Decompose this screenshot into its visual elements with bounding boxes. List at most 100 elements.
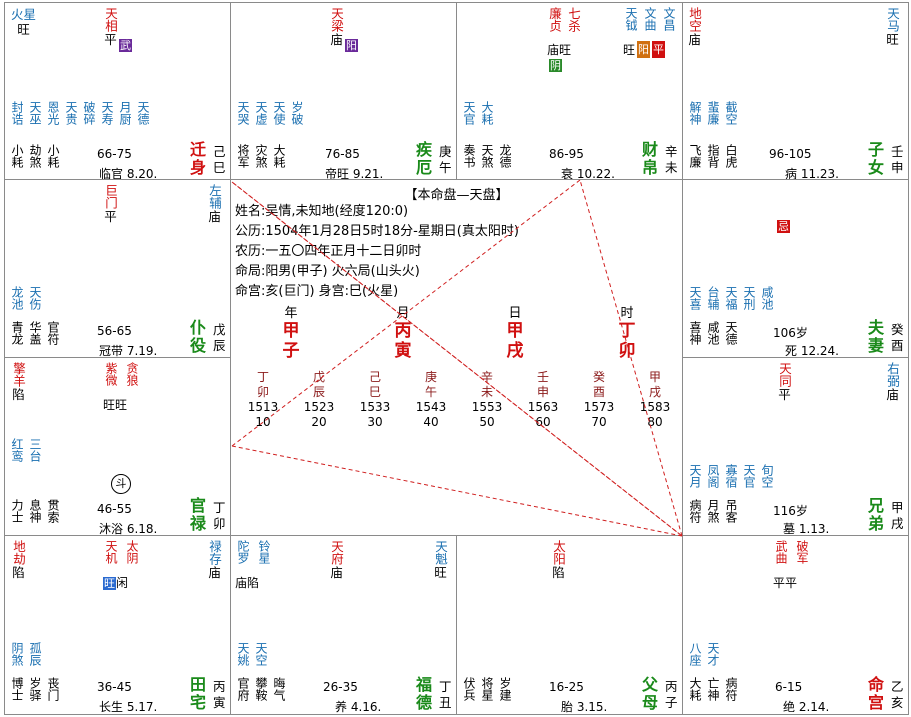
star-brightness: 陷 [247, 576, 260, 590]
minor-star: 天喜 [688, 286, 702, 310]
dayun-zhi: 申 [536, 385, 549, 399]
palace-name: 疾 厄 [416, 141, 434, 177]
palace-mao[interactable]: 擎羊 陷 紫微 贪狼 旺旺 红鸾 三台 斗 力士 息神 贯索 46-55 沐浴 … [4, 357, 231, 536]
star-tianfu: 天府 庙 [329, 540, 344, 580]
star-brightness: 平 [104, 209, 117, 224]
info-name: 姓名:吴情,未知地(经度120:0) [235, 204, 409, 219]
pillar-zhi: 寅 [394, 341, 412, 361]
dayun-gan: 丁 [256, 370, 269, 384]
palace-chou[interactable]: 陀罗 铃星 庙陷 天府 庙 天魁 旺 天姚 天空 官府 攀鞍 晦气 26-35 … [230, 535, 457, 715]
minor-star: 天使 [272, 101, 286, 125]
badge-quan: 武 [119, 39, 132, 52]
dayun-year: 1553 [471, 400, 503, 414]
pillar-month: 月 丙 寅 [383, 302, 423, 361]
palace-char: 母 [642, 693, 659, 712]
minor-star: 月厨 [118, 101, 132, 125]
palace-shen[interactable]: 地空 庙 天马 旺 解神 蜚廉 截空 飞廉 指背 白虎 96-105 病 11.… [682, 2, 909, 180]
palace-zi[interactable]: 太阳 陷 伏兵 将星 岁建 16-25 胎 3.15. 父 母 丙 子 [456, 535, 683, 715]
palace-hai[interactable]: 武曲 破军 平平 八座 天才 大耗 亡神 病符 6-15 绝 2.14. 命 宫… [682, 535, 909, 715]
dayun-4: 庚 午 1543 40 [411, 370, 451, 430]
age-range: 66-75 [97, 147, 132, 161]
life-stage: 胎 3.15. [561, 700, 608, 714]
star-brightness: 平 [773, 576, 786, 590]
star-brightness: 旺 [623, 43, 636, 57]
star-pojun: 破军 [795, 540, 809, 564]
dayun-age: 40 [423, 415, 439, 429]
dayun-gan: 庚 [424, 370, 437, 384]
gan: 乙 [891, 679, 904, 694]
god: 病符 [688, 499, 702, 523]
zhi: 卯 [213, 516, 226, 531]
star-tianliang: 天梁 庙 [329, 7, 344, 47]
star-name: 左辅 [207, 184, 222, 209]
zhi: 寅 [213, 695, 226, 710]
major-stars: 紫微 贪狼 [103, 362, 141, 386]
ganzhi: 癸 酉 [891, 322, 905, 354]
minor-star: 八座 [688, 642, 702, 666]
star-name: 天相 [103, 7, 118, 32]
palace-char: 女 [868, 158, 885, 177]
gan: 辛 [665, 144, 678, 159]
gan: 甲 [891, 500, 904, 515]
palace-char: 疾 [416, 140, 433, 159]
star-name: 七杀 [566, 7, 581, 32]
doujun-marker: 斗 [111, 474, 131, 494]
star-name: 天魁 [433, 540, 448, 565]
badge-ji: 阴 [549, 59, 562, 72]
palace-name: 田 宅 [190, 676, 208, 712]
pillar-zhi: 卯 [618, 341, 636, 361]
star-brightness: 旺 [559, 43, 572, 57]
ganzhi: 壬 申 [891, 144, 905, 176]
life-stage: 冠带 7.19. [99, 344, 158, 358]
major-stars: 武曲 破军 [773, 540, 811, 564]
pillar-zhi: 戌 [506, 341, 524, 361]
star-name: 巨门 [103, 184, 118, 209]
star-name: 天同 [777, 362, 792, 387]
minor-star: 截空 [724, 101, 738, 125]
gan: 戊 [213, 322, 226, 337]
minor-stars: 天官 大耗 [461, 101, 496, 125]
god: 奏书 [462, 144, 476, 168]
star-name: 天马 [885, 7, 900, 32]
dayun-gan: 甲 [648, 370, 661, 384]
star-name: 火星 [11, 7, 37, 22]
age-range: 56-65 [97, 324, 132, 338]
minor-star: 天姚 [236, 642, 250, 666]
star-name: 擎羊 [11, 362, 26, 387]
badge-lu: 阳 [637, 41, 651, 58]
palace-wei[interactable]: 廉贞 七杀 庙旺 阴 天钺 文曲 文昌 旺 阳 平 天官 大耗 奏书 天煞 龙德 [456, 2, 683, 180]
star-brightness: 陷 [12, 565, 25, 580]
badge-ji: 忌 [777, 220, 790, 233]
pillar-hour: 时 丁 卯 [607, 302, 647, 361]
star-tianji: 天机 [104, 540, 118, 564]
minor-star: 天贵 [64, 101, 78, 125]
star-name: 太阳 [551, 540, 566, 565]
palace-wu[interactable]: 天梁 庙 阳 天哭 天虚 天使 岁破 将军 灾煞 大耗 76-85 帝旺 9.2… [230, 2, 457, 180]
age-range: 36-45 [97, 680, 132, 694]
ganzhi: 己 巳 [213, 144, 227, 176]
palace-yin[interactable]: 地劫 陷 天机 太阴 旺闲 禄存 庙 阴煞 孤辰 博士 岁驿 丧门 36-45 … [4, 535, 231, 715]
palace-you[interactable]: 忌 天喜 台辅 天福 天刑 咸池 喜神 咸池 天德 106岁 死 12.24. … [682, 179, 909, 358]
god: 攀鞍 [254, 677, 268, 701]
star-taiyang: 太阳 陷 [551, 540, 566, 580]
minor-stars: 阴煞 孤辰 [9, 642, 44, 666]
star-name: 右弼 [885, 362, 900, 387]
god: 亡神 [706, 677, 720, 701]
palace-name: 兄 弟 [868, 497, 886, 533]
zhi: 辰 [213, 338, 226, 353]
palace-si[interactable]: 火星 旺 天相 平 武 封诰 天巫 恩光 天贵 破碎 天寿 月厨 天德 小耗 劫… [4, 2, 231, 180]
dayun-3: 己 巳 1533 30 [355, 370, 395, 430]
star-name: 天梁 [329, 7, 344, 32]
age-range: 86-95 [549, 147, 584, 161]
palace-xu[interactable]: 天同 平 右弼 庙 天月 凤阁 寡宿 天官 旬空 病符 月煞 吊客 116岁 墓… [682, 357, 909, 536]
minor-star: 孤辰 [28, 642, 42, 666]
minor-star: 龙池 [10, 286, 24, 310]
minor-star: 天德 [136, 101, 150, 125]
star-wuqu: 武曲 [774, 540, 788, 564]
badge-quan: 阳 [345, 39, 358, 52]
palace-char: 财 [642, 140, 659, 159]
info-ju: 命局:阳男(甲子) 火六局(山头火) [235, 264, 420, 279]
palace-chen[interactable]: 巨门 平 左辅 庙 龙池 天伤 青龙 华盖 官符 56-65 冠带 7.19. … [4, 179, 231, 358]
palace-name: 父 母 [642, 676, 660, 712]
